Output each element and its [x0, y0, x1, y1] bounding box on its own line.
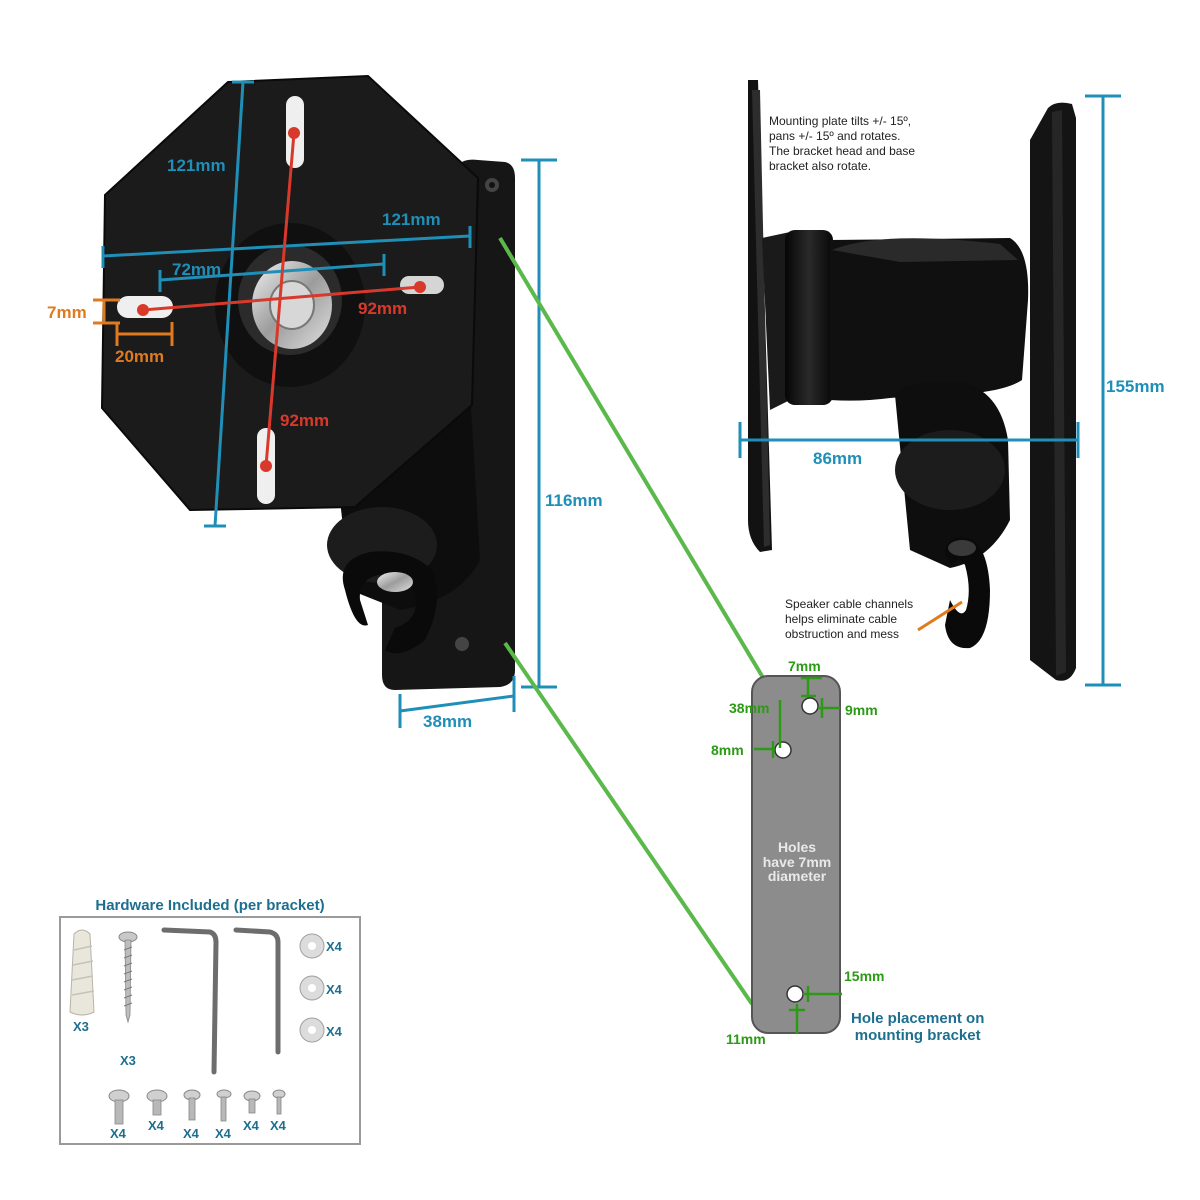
cable-channel-front — [342, 551, 438, 654]
bolt-icon — [183, 1089, 201, 1121]
side-arm — [830, 238, 1029, 401]
dim-bottom-edge: 11mm — [726, 1031, 766, 1047]
tilt-note: Mounting plate tilts +/- 15º, pans +/- 1… — [769, 114, 916, 173]
count-bolt-4: X4 — [215, 1126, 231, 1141]
dim-bottom-side: 15mm — [844, 968, 885, 984]
bolt-icon — [243, 1090, 261, 1114]
dim-slot-height: 7mm — [47, 303, 87, 322]
cable-note: Speaker cable channels helps eliminate c… — [785, 597, 914, 641]
allen-key-large-icon — [161, 927, 219, 1075]
count-bolt-3: X4 — [183, 1126, 199, 1141]
hardware-items — [69, 927, 325, 1125]
side-dimension-lines — [738, 94, 1121, 687]
count-long-screw: X3 — [120, 1053, 136, 1068]
dim-second-hole: 8mm — [711, 742, 744, 758]
dim-first-hole: 38mm — [729, 700, 770, 716]
connector-lines — [498, 236, 770, 1006]
count-washer-1: X4 — [326, 939, 342, 954]
hardware-title: Hardware Included (per bracket) — [95, 897, 325, 914]
count-bolt-5: X4 — [243, 1118, 259, 1133]
dim-vesa-horizontal: 92mm — [358, 299, 408, 318]
hole-top — [801, 697, 819, 715]
hole-diameter-note: Holes have 7mm diameter — [762, 839, 832, 885]
dim-side-depth: 86mm — [813, 449, 863, 468]
flat-plate-drawing — [751, 675, 842, 1034]
bolt-icon — [216, 1089, 232, 1122]
count-bolt-1: X4 — [110, 1126, 126, 1141]
dim-bracket-depth: 38mm — [423, 712, 473, 731]
count-bolt-2: X4 — [148, 1118, 164, 1133]
front-dimension-lines — [93, 80, 557, 728]
dim-bracket-height: 116mm — [545, 491, 603, 510]
count-bolt-6: X4 — [270, 1118, 286, 1133]
hardware-box — [59, 916, 361, 1145]
dim-top-edge: 7mm — [788, 658, 821, 674]
allen-key-small-icon — [233, 927, 281, 1055]
cable-channel-side — [945, 537, 990, 649]
dim-hole-spacing: 72mm — [172, 260, 222, 279]
count-washer-3: X4 — [326, 1024, 342, 1039]
dim-side-offset: 9mm — [845, 702, 878, 718]
hole-bottom — [786, 985, 804, 1003]
count-anchor: X3 — [73, 1019, 89, 1034]
bolt-icon — [108, 1089, 130, 1125]
front-bracket-photo — [100, 74, 515, 690]
hole-middle — [774, 741, 792, 759]
bolt-icon — [272, 1089, 286, 1115]
dim-plate-height: 121mm — [167, 156, 226, 175]
tilt-cylinder — [785, 230, 833, 405]
plate-caption: Hole placement on mounting bracket — [851, 1010, 985, 1044]
dim-side-height: 155mm — [1106, 377, 1165, 396]
count-washer-2: X4 — [326, 982, 342, 997]
bolt-icon — [146, 1089, 168, 1116]
dim-vesa-vertical: 92mm — [280, 411, 330, 430]
dim-plate-width: 121mm — [382, 210, 441, 229]
dim-slot-width: 20mm — [115, 347, 165, 366]
side-bracket-photo — [748, 80, 1076, 681]
